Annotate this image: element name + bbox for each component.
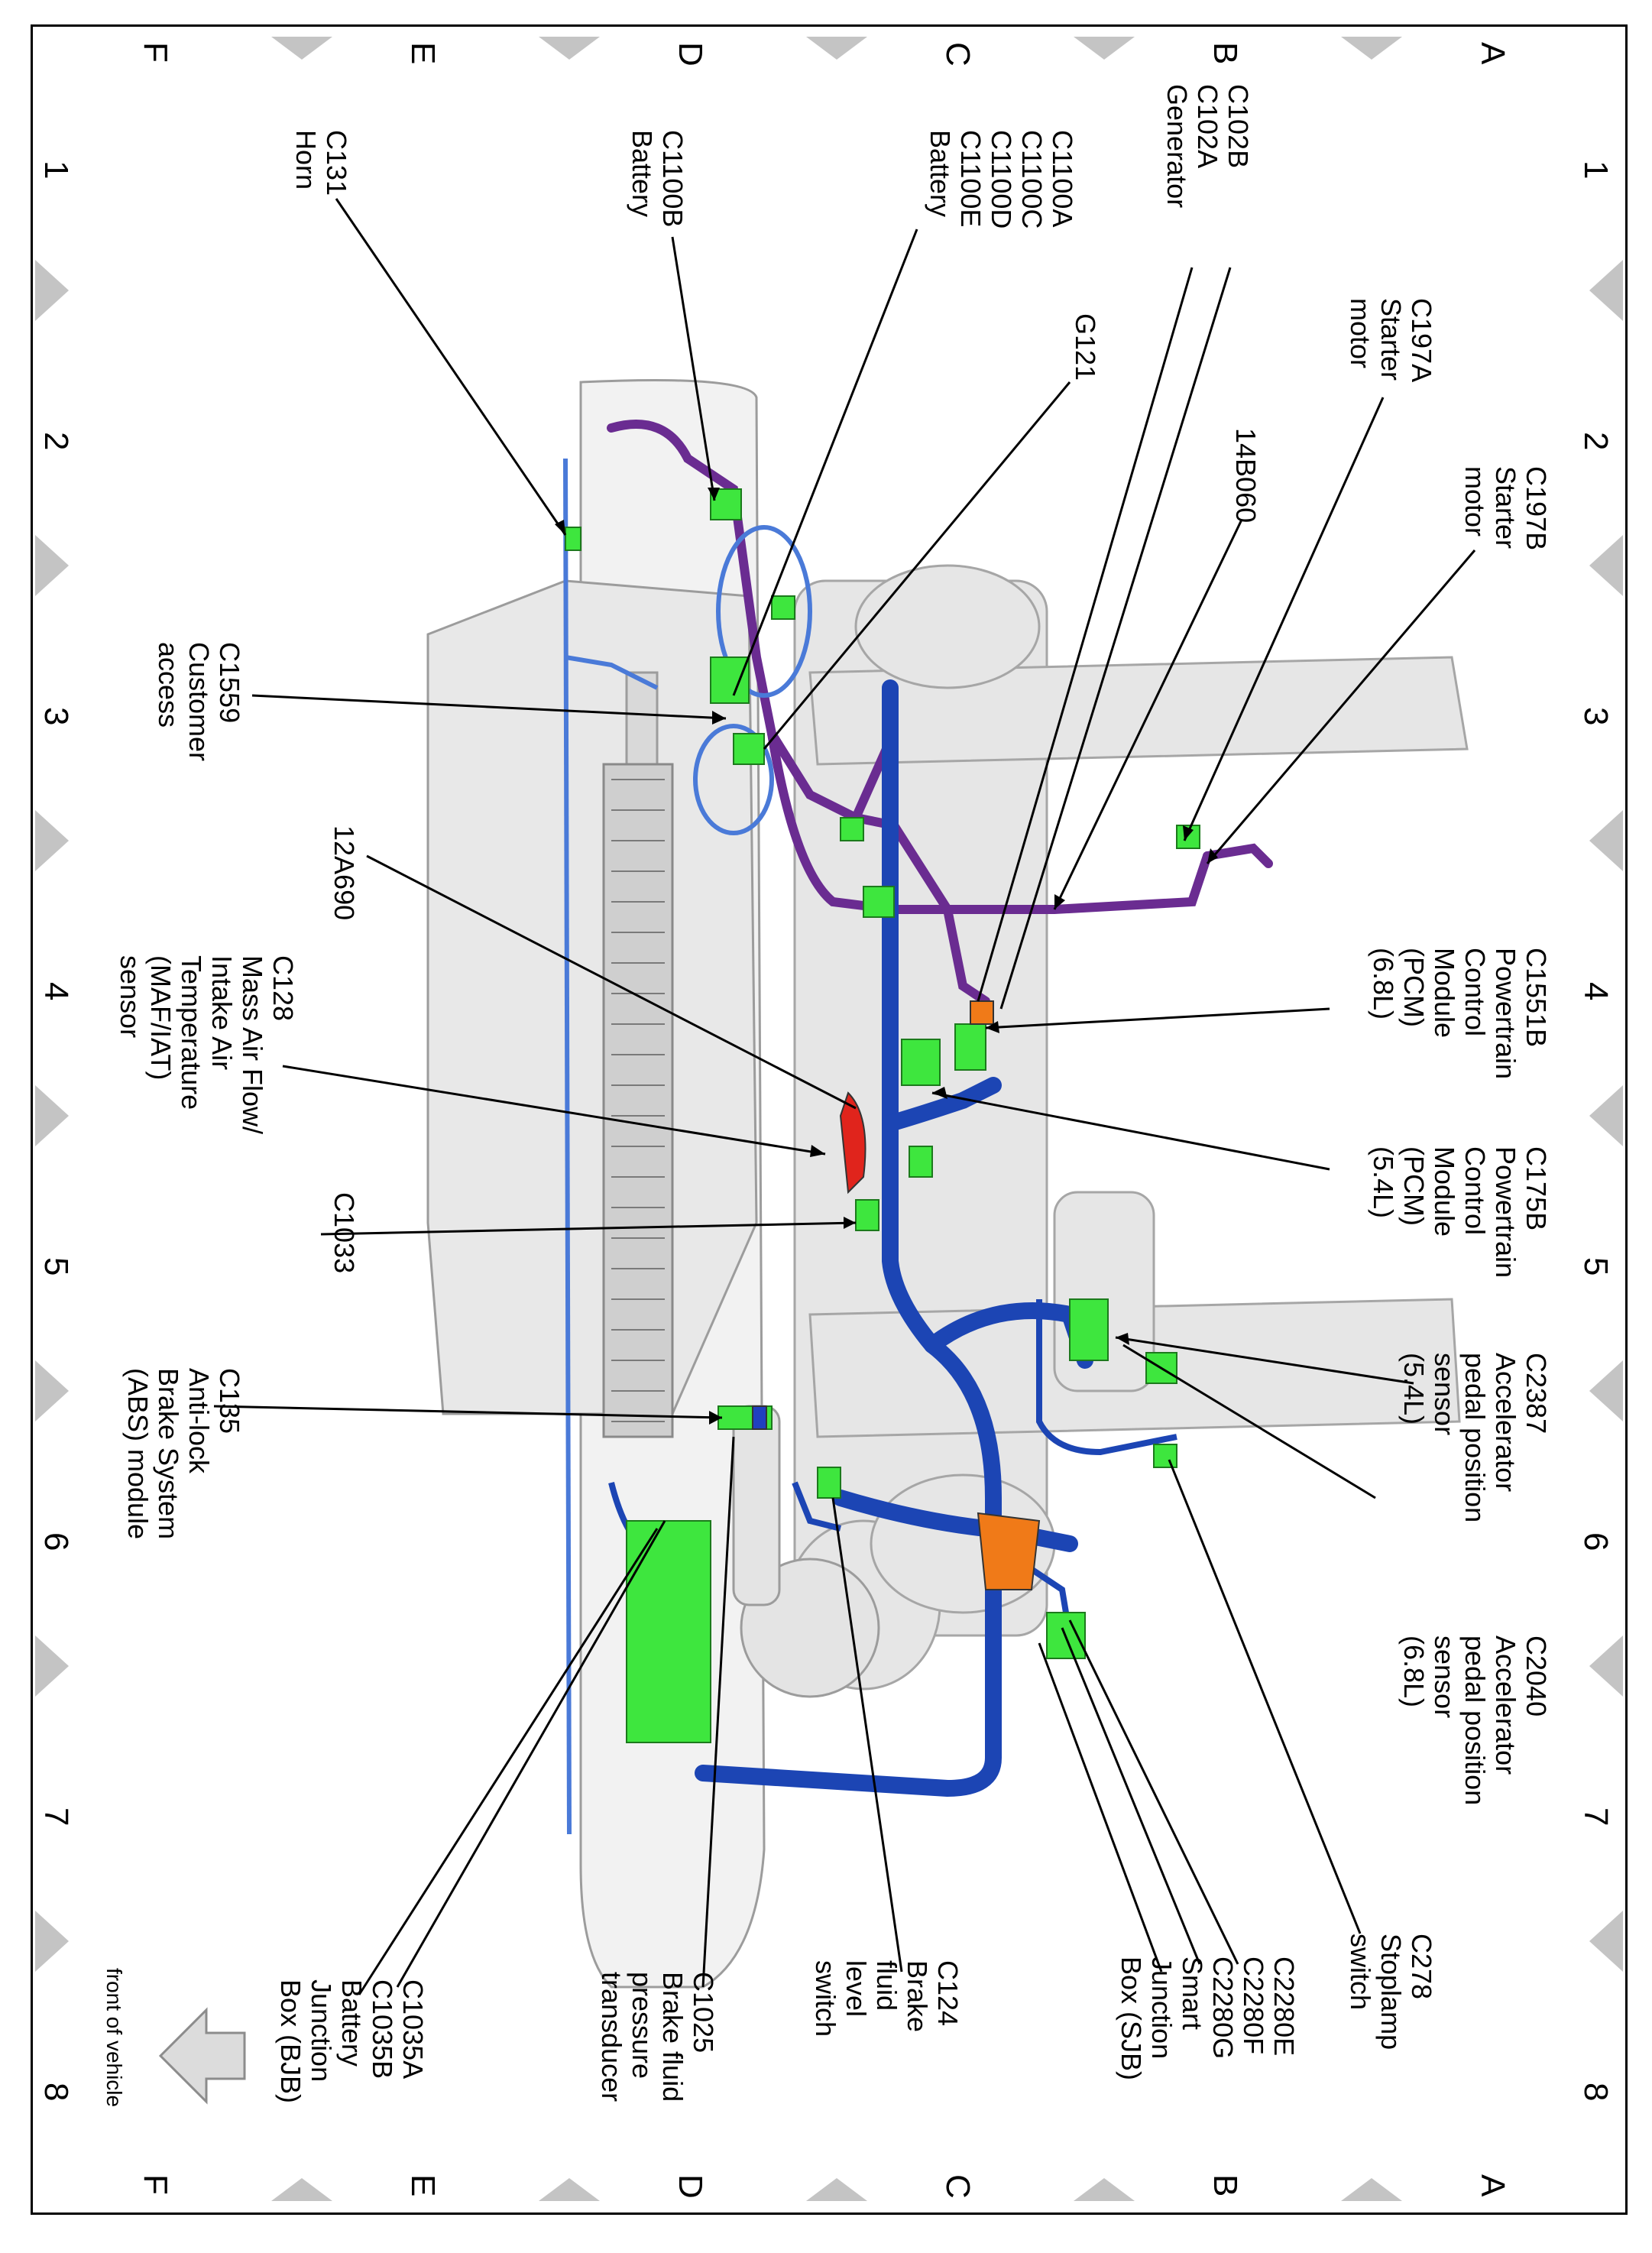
- vehicle-body-outline: [426, 379, 766, 1989]
- callout-c1033: C1033: [329, 1192, 360, 1274]
- grid-row-label-f-top: F: [137, 42, 174, 63]
- grid-col-label-1-left: 1: [37, 160, 75, 180]
- grid-col-label-7-right: 7: [1577, 1807, 1615, 1827]
- grid-col-label-3-left: 3: [37, 707, 75, 726]
- grid-row-label-e-top: E: [404, 42, 442, 65]
- connectors-colored: [752, 1000, 1041, 1590]
- grid-col-label-5-right: 5: [1577, 1257, 1615, 1276]
- grid-col-label-2-left: 2: [37, 432, 75, 451]
- front-of-vehicle-arrow: [158, 2007, 246, 2105]
- grid-row-label-b-top: B: [1207, 42, 1244, 65]
- connectors: [565, 488, 1200, 1743]
- grid-row-label-d-bottom: D: [672, 2174, 709, 2199]
- callout-g121: G121: [1070, 313, 1101, 381]
- front-of-vehicle-label: front of vehicle: [102, 1968, 126, 2108]
- grid-col-label-4-left: 4: [37, 982, 75, 1001]
- grid-row-label-a-top: A: [1474, 42, 1511, 65]
- battery-cable-loop: [563, 458, 812, 1835]
- purple-harness: [607, 420, 1273, 1006]
- grid-row-label-b-bottom: B: [1207, 2174, 1244, 2197]
- leader-arrowheads: [555, 488, 1218, 1425]
- grid-row-label-e-bottom: E: [404, 2174, 442, 2197]
- brake-booster: [732, 1405, 880, 1698]
- grid-col-label-1-right: 1: [1577, 160, 1615, 180]
- grid-col-label-8-left: 8: [37, 2083, 75, 2102]
- grid-row-label-c-bottom: C: [939, 2174, 977, 2199]
- grid-row-label-f-bottom: F: [137, 2174, 174, 2195]
- radiator: [602, 763, 674, 1438]
- grid-markers: [35, 37, 1623, 2201]
- grid-row-label-c-top: C: [939, 42, 977, 66]
- grid-col-label-3-right: 3: [1577, 707, 1615, 726]
- grid-row-label-d-top: D: [672, 42, 709, 66]
- grid-col-label-7-left: 7: [37, 1807, 75, 1827]
- diagram-frame: [31, 24, 1628, 2215]
- grid-col-label-4-right: 4: [1577, 982, 1615, 1001]
- callout-12a690: 12A690: [329, 825, 360, 921]
- grid-col-label-5-left: 5: [37, 1257, 75, 1276]
- leader-lines: [213, 198, 1476, 1995]
- grid-col-label-6-left: 6: [37, 1532, 75, 1551]
- grid-col-label-6-right: 6: [1577, 1532, 1615, 1551]
- grid-row-label-a-bottom: A: [1474, 2174, 1511, 2197]
- grid-col-label-2-right: 2: [1577, 432, 1615, 451]
- callout-14b060: 14B060: [1230, 428, 1262, 524]
- grid-col-label-8-right: 8: [1577, 2083, 1615, 2102]
